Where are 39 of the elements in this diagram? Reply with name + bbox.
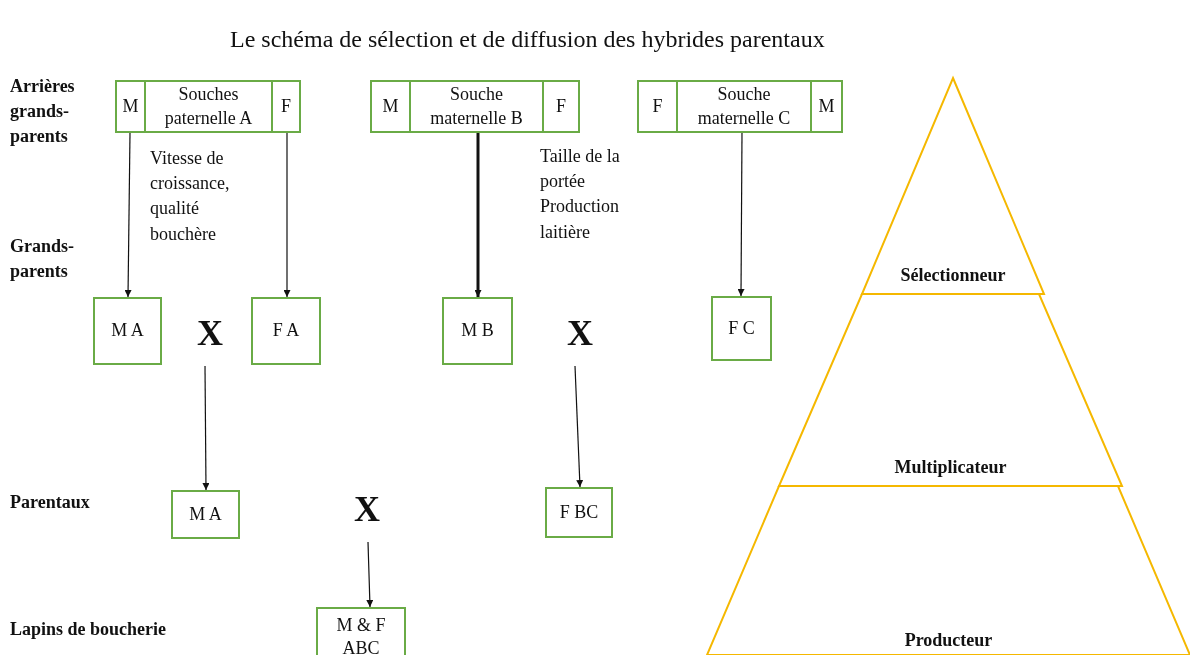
band-label: Sélectionneur (899, 265, 1007, 286)
node-box: M (810, 80, 843, 133)
row-heading: Arrières grands-parents (10, 75, 76, 149)
node-box: M & F ABC (316, 607, 406, 655)
node-box: F C (711, 296, 772, 361)
node-box: F (637, 80, 678, 133)
cross-symbol: X (562, 312, 598, 354)
cross-symbol: X (349, 488, 385, 530)
pyramid-band (779, 294, 1122, 486)
node-box: F (271, 80, 301, 133)
arrow (474, 133, 482, 297)
row-heading: Parentaux (10, 491, 91, 514)
node-box: Souche maternelle C (676, 80, 812, 133)
node-box: M A (171, 490, 240, 539)
pyramid-band (862, 78, 1044, 294)
arrow (202, 365, 210, 491)
node-box: M (370, 80, 411, 133)
node-box: Souche maternelle B (409, 80, 544, 133)
band-label: Producteur (903, 630, 994, 651)
pyramid-band (707, 486, 1190, 655)
cross-symbol: X (192, 312, 228, 354)
diagram-title: Le schéma de sélection et de diffusion des hybrides parentaux (230, 26, 825, 53)
trait-note: Taille de la portée Production laitière (540, 145, 621, 244)
arrow (574, 365, 584, 488)
arrow (737, 132, 745, 297)
node-box: M A (93, 297, 162, 365)
node-box: Souches paternelle A (144, 80, 273, 133)
node-box: F (542, 80, 580, 133)
row-heading: Lapins de boucherie (10, 618, 168, 641)
row-heading: Grands-parents (10, 235, 75, 284)
node-box: M B (442, 297, 513, 365)
node-box: M (115, 80, 146, 133)
arrow (366, 541, 374, 608)
band-label: Multiplicateur (893, 457, 1008, 478)
trait-note: Vitesse de croissance, qualité bouchère (150, 147, 231, 246)
arrow (283, 132, 291, 298)
arrow (124, 132, 132, 298)
node-box: F BC (545, 487, 613, 538)
node-box: F A (251, 297, 321, 365)
